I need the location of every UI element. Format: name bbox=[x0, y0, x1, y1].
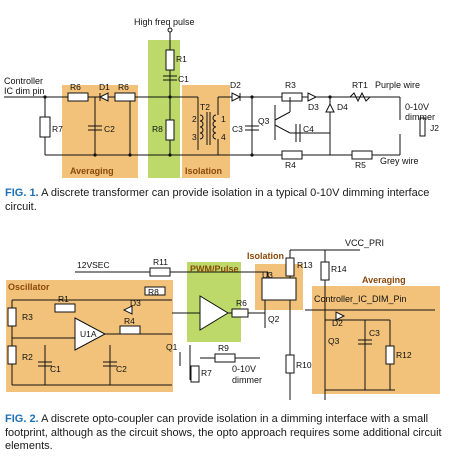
label-r4: R4 bbox=[124, 316, 135, 326]
label-12vsec: 12VSEC bbox=[77, 260, 110, 270]
averaging-box-fig2 bbox=[312, 286, 440, 394]
label-r8: R8 bbox=[148, 287, 159, 297]
label-oscillator: Oscillator bbox=[8, 282, 50, 292]
label-high-freq-pulse: High freq pulse bbox=[134, 17, 195, 27]
label-d1: D1 bbox=[99, 82, 110, 92]
label-c3: C3 bbox=[369, 328, 380, 338]
figure-2-caption: FIG. 2. A discrete opto-coupler can prov… bbox=[5, 413, 445, 454]
label-t2: T2 bbox=[200, 102, 210, 112]
label-q2: Q2 bbox=[268, 314, 280, 324]
label-dimmer-top-fig2: 0-10V bbox=[232, 364, 256, 374]
figure-2-caption-text: A discrete opto-coupler can provide isol… bbox=[5, 413, 442, 452]
label-u1a: U1A bbox=[80, 329, 97, 339]
label-dimmer-bot: dimmer bbox=[405, 112, 435, 122]
label-r7: R7 bbox=[201, 368, 212, 378]
label-pwm-pulse: PWM/Pulse bbox=[190, 264, 239, 274]
label-r5: R5 bbox=[355, 160, 366, 170]
label-q3: Q3 bbox=[258, 116, 270, 126]
label-ic-dim-pin: IC dim pin bbox=[4, 86, 45, 96]
label-purple-wire: Purple wire bbox=[375, 80, 420, 90]
label-isolation-fig2: Isolation bbox=[247, 251, 284, 261]
label-r1: R1 bbox=[58, 294, 69, 304]
label-r13: R13 bbox=[297, 260, 313, 270]
label-q3: Q3 bbox=[328, 336, 340, 346]
label-r10: R10 bbox=[296, 360, 312, 370]
label-c2: C2 bbox=[104, 124, 115, 134]
label-r7: R7 bbox=[52, 124, 63, 134]
label-averaging-fig1: Averaging bbox=[70, 166, 114, 176]
label-r12: R12 bbox=[396, 350, 412, 360]
label-r3: R3 bbox=[285, 80, 296, 90]
label-dimmer-top: 0-10V bbox=[405, 102, 429, 112]
label-r2: R2 bbox=[22, 352, 33, 362]
label-q1: Q1 bbox=[166, 342, 178, 352]
label-r14: R14 bbox=[331, 264, 347, 274]
pwm-box-fig2 bbox=[187, 262, 241, 342]
label-c1: C1 bbox=[178, 74, 189, 84]
label-t2-pin3: 3 bbox=[192, 132, 197, 142]
label-t2-pin1: 1 bbox=[221, 114, 226, 124]
label-c1: C1 bbox=[50, 364, 61, 374]
label-d4: D4 bbox=[337, 102, 348, 112]
label-dimmer-bot-fig2: dimmer bbox=[232, 375, 262, 385]
label-grey-wire: Grey wire bbox=[380, 156, 419, 166]
label-d2: D2 bbox=[230, 80, 241, 90]
figure-1-caption-prefix: FIG. 1. bbox=[5, 187, 39, 199]
label-u3: U3 bbox=[262, 270, 273, 280]
label-d2: D2 bbox=[332, 318, 343, 328]
label-t2-pin4: 4 bbox=[221, 132, 226, 142]
label-t2-pin2: 2 bbox=[192, 114, 197, 124]
label-r6b: R6 bbox=[118, 82, 129, 92]
label-r4: R4 bbox=[285, 160, 296, 170]
figure-1-caption-text: A discrete transformer can provide isola… bbox=[5, 187, 430, 213]
label-r6a: R6 bbox=[70, 82, 81, 92]
label-d3: D3 bbox=[308, 102, 319, 112]
label-r9: R9 bbox=[218, 343, 229, 353]
label-c4: C4 bbox=[303, 124, 314, 134]
label-r8: R8 bbox=[152, 124, 163, 134]
label-r3: R3 bbox=[22, 312, 33, 322]
isolation-box-fig1 bbox=[182, 85, 230, 178]
label-r6: R6 bbox=[236, 298, 247, 308]
label-j2: J2 bbox=[430, 123, 439, 133]
label-c3: C3 bbox=[232, 124, 243, 134]
label-d3: D3 bbox=[130, 298, 141, 308]
label-vcc-pri: VCC_PRI bbox=[345, 238, 384, 248]
label-c2: C2 bbox=[116, 364, 127, 374]
label-isolation-fig1: Isolation bbox=[185, 166, 222, 176]
figure-1-caption: FIG. 1. A discrete transformer can provi… bbox=[5, 187, 445, 214]
label-r1: R1 bbox=[176, 54, 187, 64]
figure-2-caption-prefix: FIG. 2. bbox=[5, 413, 39, 425]
label-averaging-fig2: Averaging bbox=[362, 275, 406, 285]
figure-1-schematic: Controller IC dim pin High freq pulse R1… bbox=[4, 17, 439, 178]
label-r11: R11 bbox=[153, 257, 168, 267]
label-controller: Controller bbox=[4, 76, 43, 86]
figure-2-schematic: 12VSEC R11 PWM/Pulse Isolation VCC_PRI U… bbox=[6, 238, 440, 400]
label-controller-pin: Controller_IC_DIM_Pin bbox=[314, 294, 407, 304]
label-rt1: RT1 bbox=[352, 80, 368, 90]
